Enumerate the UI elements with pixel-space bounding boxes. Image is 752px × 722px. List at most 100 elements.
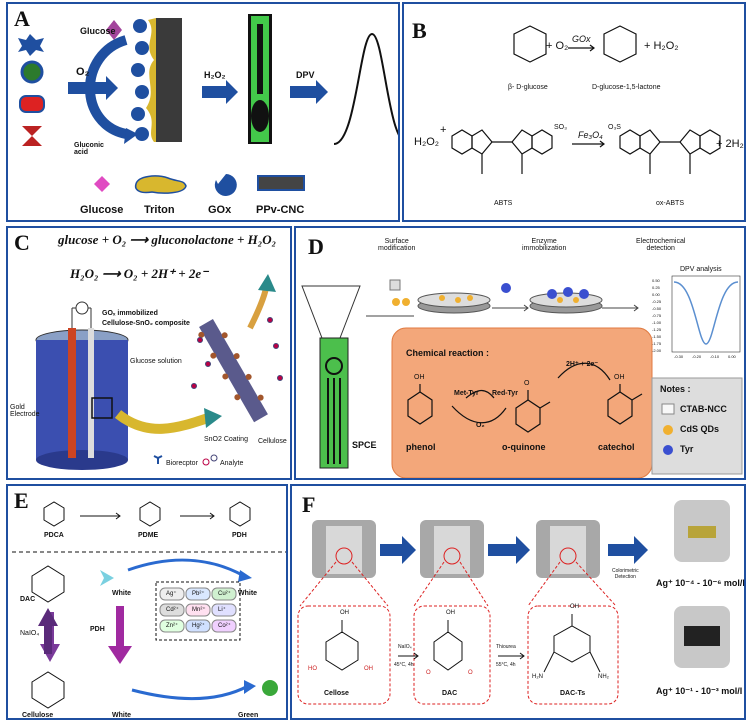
d-xtick-3: 0.00: [728, 354, 736, 359]
b-bdg-label: β- D-glucose: [508, 84, 548, 91]
b-lactone-label: D-glucose-1,5-lactone: [592, 84, 661, 91]
e-dac: DAC: [20, 596, 36, 603]
c-cellulose-label: Cellulose: [258, 438, 287, 445]
panel-f-graphic: [297, 500, 730, 705]
e-white-2: White: [238, 590, 258, 597]
d-ytick-9: -1.75: [652, 341, 662, 346]
d-elec-label: Electrochemical detection: [636, 238, 686, 252]
d-redtyr: Red-Tyr: [492, 390, 518, 397]
panel-b: B GOx + O₂ + H₂O₂ β- D-glucose D-glucose…: [402, 2, 746, 222]
d-chem-label: Chemical reaction :: [406, 348, 490, 358]
panel-b-graphic: [451, 25, 721, 174]
d-xtick-1: -0.20: [692, 354, 702, 359]
d-surf-label: Surface modification: [378, 238, 416, 252]
d-note-2: CdS QDs: [680, 424, 720, 434]
b-h2o2-label: + H₂O₂: [644, 40, 679, 52]
d-ytick-10: -2.00: [652, 348, 662, 353]
e-ion-3: Cd²⁺: [166, 607, 179, 613]
h2o2-arrow-icon: [202, 80, 238, 104]
f-oh-4: OH: [570, 604, 579, 610]
a-glucose-label: Glucose: [80, 26, 116, 36]
f-oh-1: OH: [340, 610, 349, 616]
f-dacts: DAC-Ts: [560, 690, 586, 697]
e-pdh: PDH: [232, 532, 247, 539]
panel-e-graphic: [12, 501, 286, 709]
f-cellose: Cellose: [324, 690, 349, 697]
d-oh-catechol: OH: [614, 374, 625, 381]
e-white-1: White: [112, 590, 132, 597]
d-o-quinone: O: [524, 380, 530, 387]
d-ytick-6: -1.00: [652, 320, 662, 325]
d-xtick-2: -0.10: [710, 354, 720, 359]
e-white-3: White: [112, 712, 132, 719]
panel-a: A Glucose Glucon: [6, 2, 400, 222]
dpv-peak-curve: [333, 32, 398, 145]
b-o2-label: + O₂: [546, 40, 569, 52]
d-enz-label: Enzyme immobilization: [522, 238, 567, 252]
d-note-1: CTAB-NCC: [680, 404, 727, 414]
e-green: Green: [238, 712, 259, 719]
d-ytick-0: 0.50: [652, 278, 660, 283]
hourglass-icon: [22, 126, 42, 146]
o2-arrow-icon: [68, 76, 118, 100]
a-o2-label: O₂: [76, 66, 90, 78]
e-ion-2: Cu²⁺: [218, 591, 231, 597]
b-gox-label: GOx: [572, 34, 591, 44]
panel-d-graphic: [301, 275, 743, 478]
c-cell-label: Cellulose-SnO₂ composite: [102, 320, 190, 327]
d-spce: SPCE: [352, 440, 377, 450]
d-ytick-3: -0.25: [652, 299, 662, 304]
d-xtick-0: -0.30: [674, 354, 684, 359]
a-h2o2-label: H₂O₂: [204, 70, 226, 80]
e-ion-1: Pb²⁺: [192, 591, 205, 597]
b-h2o2-left: H₂O₂: [414, 136, 440, 148]
b-abts-label: ABTS: [494, 200, 513, 207]
f-c45: 45°C, 4h: [394, 662, 414, 668]
star-icon: [18, 34, 44, 56]
capsule-icon: [19, 95, 45, 113]
panel-b-label: B: [412, 18, 427, 43]
a-legend-ppv: PPv-CNC: [256, 204, 305, 216]
glucose-diamond-icon: [106, 20, 122, 40]
e-pdme: PDME: [138, 532, 159, 539]
e-naio4: NaIO₄: [20, 630, 40, 637]
c-bio-label: Biorecptor: [166, 460, 198, 467]
d-ytick-5: -0.75: [652, 313, 662, 318]
f-dac: DAC: [442, 690, 458, 697]
c-eq1: glucose + O₂ ⟶ gluconolactone + H₂O₂: [58, 232, 277, 247]
f-h2n: H₂N: [532, 674, 543, 680]
b-so3: SO₃: [554, 124, 567, 131]
dpv-arrow-icon: [290, 80, 328, 104]
panel-f-label: F: [302, 492, 316, 517]
e-ion-8: Co²⁺: [218, 623, 231, 629]
d-quinone: o-quinone: [502, 442, 546, 452]
d-note-3: Tyr: [680, 444, 694, 454]
d-e: 2H⁺ + 2e⁻: [566, 361, 599, 368]
f-oh-2: OH: [364, 666, 373, 672]
panel-e-label: E: [14, 488, 29, 513]
b-o3s: O₃S: [608, 124, 621, 131]
f-o-2: O: [468, 670, 473, 676]
panel-c: C glucose + O₂ ⟶ gluconolactone + H₂O₂ H…: [6, 226, 292, 480]
d-o2: O₂: [476, 422, 485, 429]
f-colorimetric: Colorimetric Detection: [612, 568, 639, 580]
panel-d-label: D: [308, 234, 324, 259]
e-pdh2: PDH: [90, 626, 105, 633]
d-catechol: catechol: [598, 442, 635, 452]
a-legend-glucose: Glucose: [80, 204, 124, 216]
c-gold-label: Gold Electrode: [10, 404, 40, 418]
panel-e: E: [6, 484, 288, 720]
b-fe-label: Fe₃O₄: [578, 130, 603, 140]
f-ag2: Ag⁺ 10⁻¹ - 10⁻³ mol/l: [656, 686, 743, 696]
f-thio: Thiourea: [496, 644, 516, 650]
f-oh-3: OH: [446, 610, 455, 616]
e-pdca: PDCA: [44, 532, 64, 539]
d-phenol: phenol: [406, 442, 436, 452]
d-ytick-1: 0.25: [652, 285, 660, 290]
d-oh-phenol: OH: [414, 374, 425, 381]
d-ytick-7: -1.25: [652, 327, 662, 332]
a-dpv-label: DPV: [296, 70, 315, 80]
f-c55: 55°C, 4h: [496, 662, 516, 668]
panel-d: D: [294, 226, 746, 480]
